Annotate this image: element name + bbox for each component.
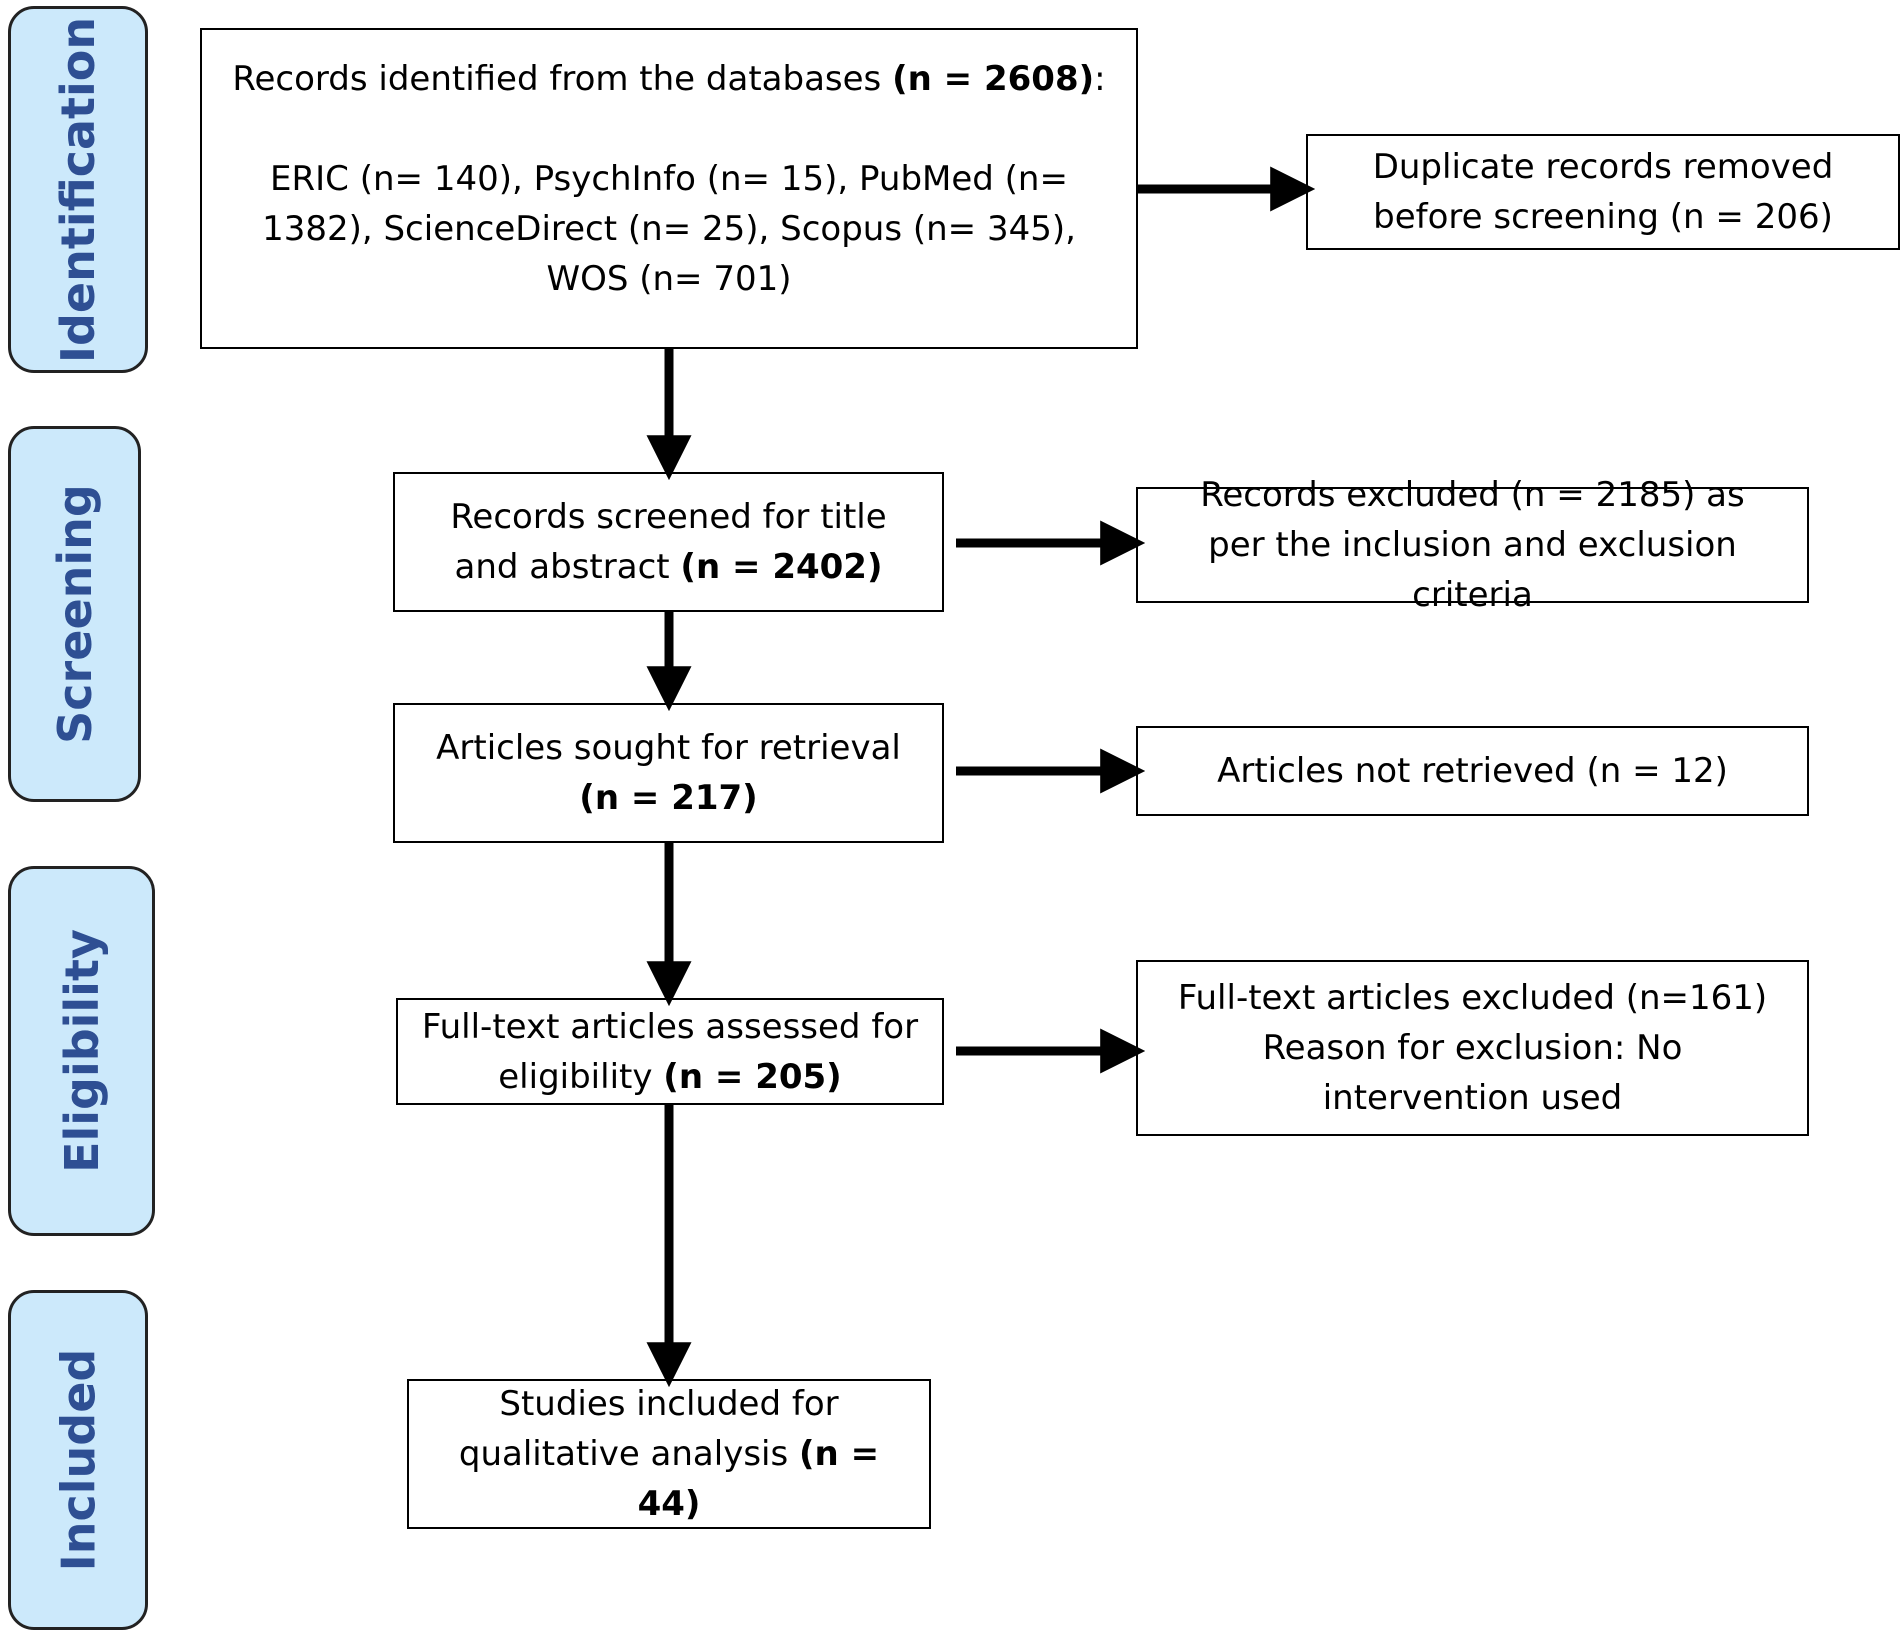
articles-sought-box: Articles sought for retrieval (n = 217) bbox=[393, 703, 944, 843]
fulltext-excluded-box: Full-text articles excluded (n=161) Reas… bbox=[1136, 960, 1809, 1136]
stage-eligibility: Eligibility bbox=[8, 866, 155, 1236]
duplicates-removed-box: Duplicate records removed before screeni… bbox=[1306, 134, 1900, 250]
studies-included-box: Studies included for qualitative analysi… bbox=[407, 1379, 931, 1529]
stage-identification: Identification bbox=[8, 6, 148, 373]
records-identified-heading: Records identified from the databases (n… bbox=[232, 59, 1106, 99]
records-identified-box: Records identified from the databases (n… bbox=[200, 28, 1138, 349]
articles-not-retrieved-box: Articles not retrieved (n = 12) bbox=[1136, 726, 1809, 816]
records-excluded-box: Records excluded (n = 2185) as per the i… bbox=[1136, 475, 1809, 615]
database-sources: ERIC (n= 140), PsychInfo (n= 15), PubMed… bbox=[262, 159, 1076, 299]
stage-screening: Screening bbox=[8, 426, 141, 802]
stage-included: Included bbox=[8, 1290, 148, 1630]
